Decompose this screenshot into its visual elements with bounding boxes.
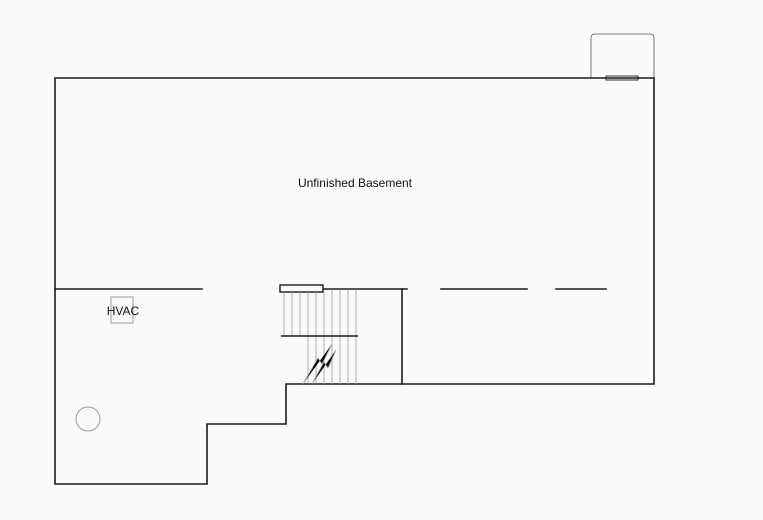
stair-beam bbox=[279, 284, 324, 293]
room-label-hvac: HVAC bbox=[107, 304, 140, 318]
room-label-unfinished-basement: Unfinished Basement bbox=[298, 176, 413, 190]
floor-drain bbox=[75, 406, 101, 432]
hvac-unit bbox=[110, 296, 134, 324]
exterior-wall bbox=[54, 77, 655, 485]
window-well bbox=[590, 33, 655, 78]
staircase bbox=[281, 289, 358, 385]
